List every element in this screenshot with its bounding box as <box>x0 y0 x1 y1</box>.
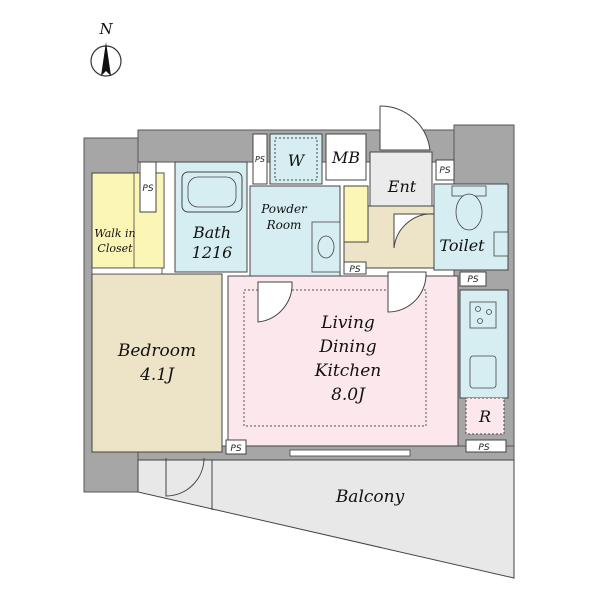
bedroom-label-1: Bedroom <box>117 341 196 361</box>
bath-label-2: 1216 <box>192 243 233 262</box>
ps-label: PS <box>349 265 360 275</box>
ldk-label-2: Dining <box>318 337 376 357</box>
entrance-label: Ent <box>387 177 417 196</box>
entrance <box>369 151 433 207</box>
powder-room-label-1: Powder <box>260 202 308 216</box>
washer-space <box>269 133 323 185</box>
toilet-sink <box>493 231 509 257</box>
burner-2 <box>486 309 492 315</box>
toilet-icon <box>455 193 483 231</box>
hall-door <box>393 213 435 249</box>
bedroom-window <box>91 267 163 275</box>
ldk-label-3: Kitchen <box>314 361 381 381</box>
walk-in-closet-label-1: Walk in <box>94 227 135 240</box>
ps-label: PS <box>439 166 450 176</box>
ps-shaft-bottom-left <box>225 439 247 455</box>
mb-closet <box>325 133 367 181</box>
ps-shaft-top-right <box>435 159 455 181</box>
ps-shaft-left <box>139 161 157 213</box>
ldk-label-1: Living <box>320 313 375 333</box>
burner-1 <box>475 306 481 312</box>
ldk-door-right <box>387 271 427 313</box>
compass: N <box>90 20 122 77</box>
stove-icon <box>469 301 497 329</box>
bedroom-label-2: 4.1J <box>139 365 175 385</box>
balcony-label: Balcony <box>335 487 405 507</box>
burner-3 <box>477 318 483 324</box>
refrigerator-space <box>465 397 505 435</box>
ldk-window <box>289 449 411 457</box>
ps-shaft-toilet <box>459 271 487 287</box>
ps-shaft-hall <box>343 261 367 275</box>
shoe-cabinet <box>343 185 369 243</box>
toilet-label: Toilet <box>439 236 485 255</box>
balcony <box>137 459 515 579</box>
ldk-label-4: 8.0J <box>331 385 366 405</box>
ps-shaft-kitchen <box>465 439 507 453</box>
refrigerator-label: R <box>478 407 491 426</box>
ps-label: PS <box>467 275 478 285</box>
ldk-door-left <box>257 281 293 323</box>
ps-label: PS <box>478 443 489 453</box>
bedroom-door-swing <box>165 457 205 497</box>
kitchen-sink-icon <box>469 355 497 389</box>
sink-icon <box>317 235 335 259</box>
front-door-swing <box>379 105 431 151</box>
north-arrow-icon <box>101 42 111 76</box>
walk-in-closet-label-2: Closet <box>97 242 133 255</box>
compass-north-label: N <box>98 20 113 38</box>
powder-sink-counter <box>311 221 341 273</box>
washer-box <box>274 137 318 181</box>
bedroom <box>91 273 223 453</box>
ps-shaft-bath <box>252 133 268 185</box>
ldk-dashed-area <box>243 289 427 427</box>
bathtub-inner <box>187 176 237 208</box>
ps-label: PS <box>230 444 241 454</box>
bath-label-1: Bath <box>192 223 231 242</box>
mb-label: MB <box>331 148 360 167</box>
powder-room-label-2: Room <box>266 218 302 232</box>
ps-label: PS <box>255 155 265 164</box>
washer-label: W <box>288 151 306 170</box>
ps-label: PS <box>142 184 153 194</box>
